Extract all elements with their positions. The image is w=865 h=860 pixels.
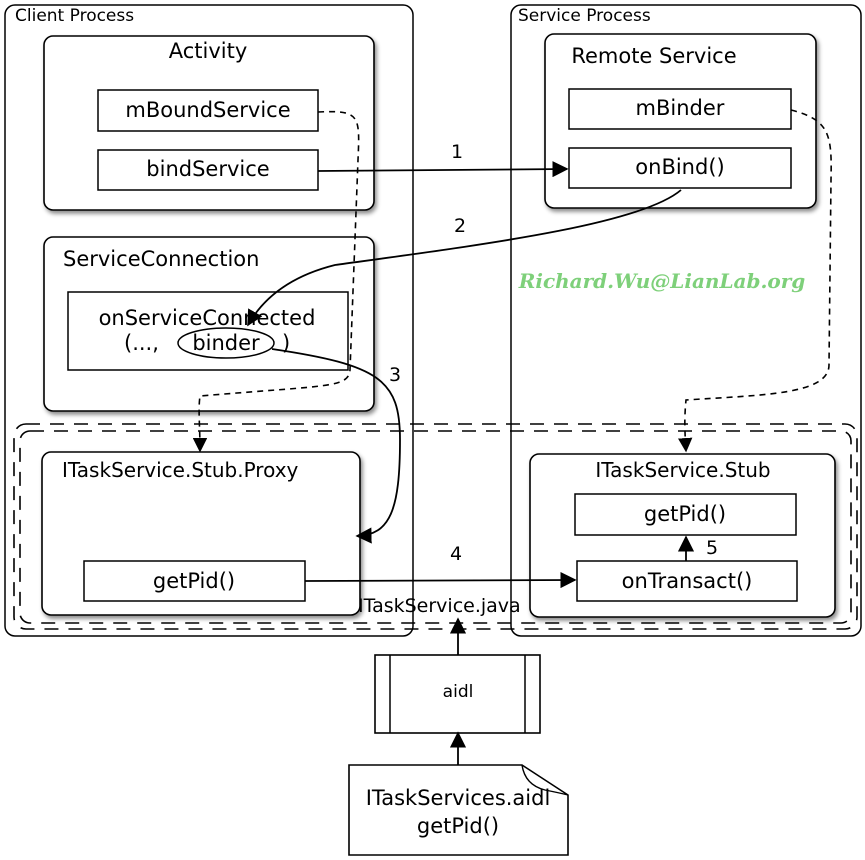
client-process-container: Client Process <box>4 4 414 637</box>
on-bind-label: onBind() <box>635 155 724 179</box>
bind-service-label: bindService <box>146 157 269 181</box>
aidl-file-method: getPid() <box>417 814 499 838</box>
activity-box: Activity mBoundService bindService <box>43 35 375 211</box>
stub-proxy-title: ITaskService.Stub.Proxy <box>62 458 299 482</box>
stub-box: ITaskService.Stub getPid() onTransact() <box>529 453 836 618</box>
remote-service-box: Remote Service mBinder onBind() <box>544 33 817 209</box>
watermark-text: Richard.Wu@LianLab.org <box>518 269 806 293</box>
client-process-label: Client Process <box>15 6 134 26</box>
args-prefix-label: (..., <box>124 331 159 355</box>
dashed-arrow-m-binder <box>678 109 832 453</box>
binder-ellipse <box>177 327 275 359</box>
remote-service-title: Remote Service <box>571 44 736 68</box>
on-transact-label: onTransact() <box>622 569 753 593</box>
arrow-get-pid-transact <box>304 571 577 589</box>
stub-get-pid-field <box>574 493 797 536</box>
stub-proxy-box: ITaskService.Stub.Proxy getPid() <box>41 451 361 616</box>
step-5-label: 5 <box>706 537 718 559</box>
on-bind-field <box>568 147 792 189</box>
stub-get-pid-label: getPid() <box>644 502 726 526</box>
on-transact-field <box>576 560 798 602</box>
args-suffix-label: ) <box>282 331 290 355</box>
connector-arrows <box>247 161 695 765</box>
service-process-container: Service Process <box>510 4 862 637</box>
m-binder-label: mBinder <box>636 96 725 120</box>
step-labels: 1 2 3 4 5 <box>389 141 718 565</box>
m-binder-field <box>568 88 792 130</box>
m-bound-service-label: mBoundService <box>125 98 290 122</box>
service-connection-box: ServiceConnection onServiceConnected (..… <box>43 236 375 412</box>
service-process-label: Service Process <box>518 6 651 26</box>
step-2-label: 2 <box>454 215 466 237</box>
aidl-tool-label: aidl <box>443 682 474 702</box>
bind-service-field <box>97 149 319 191</box>
binder-label: binder <box>192 331 260 355</box>
m-bound-service-field <box>97 89 319 132</box>
service-connection-title: ServiceConnection <box>63 247 259 271</box>
on-service-connected-label: onServiceConnected <box>99 306 316 330</box>
dashed-reference-arrows <box>192 109 832 453</box>
activity-title: Activity <box>169 39 248 63</box>
step-1-label: 1 <box>451 141 463 163</box>
stub-title: ITaskService.Stub <box>595 458 770 482</box>
arrow-bind-service <box>317 161 569 178</box>
step-4-label: 4 <box>450 543 462 565</box>
aidl-file-name: ITaskServices.aidl <box>366 786 551 810</box>
aidl-file-document: ITaskServices.aidl getPid() <box>348 764 569 856</box>
arrow-binder-to-proxy <box>271 348 401 544</box>
proxy-get-pid-label: getPid() <box>153 569 235 593</box>
aidl-tool-box: aidl <box>374 654 541 734</box>
itaskservice-java-label: ITaskService.java <box>358 595 521 617</box>
step-3-label: 3 <box>389 364 401 386</box>
dashed-arrow-bound-service <box>192 110 360 453</box>
arrow-on-bind-return <box>247 189 682 327</box>
itaskservice-java-region: ITaskService.java <box>13 423 858 630</box>
